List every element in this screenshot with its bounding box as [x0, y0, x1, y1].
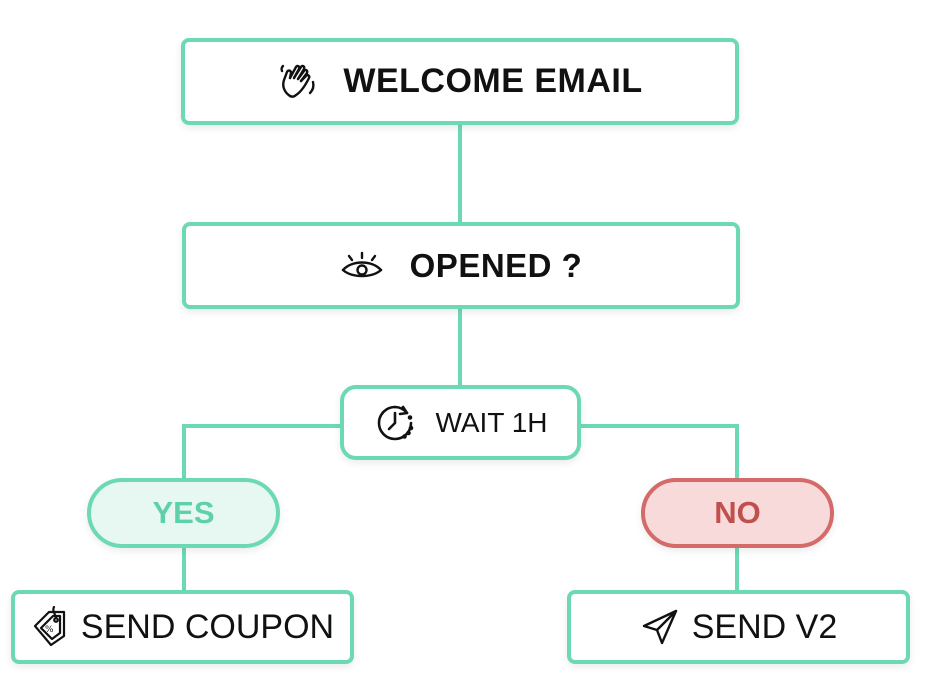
- opened-label: OPENED ?: [409, 246, 583, 284]
- send-v2-node[interactable]: SEND V2: [567, 590, 910, 664]
- discount-tag-icon: %: [31, 606, 71, 648]
- eye-icon: [340, 250, 384, 282]
- waving-hand-icon: [277, 62, 321, 102]
- yes-branch-badge[interactable]: YES: [87, 478, 280, 548]
- no-label: NO: [714, 495, 761, 530]
- send-coupon-node[interactable]: % SEND COUPON: [11, 590, 354, 664]
- yes-label: YES: [152, 495, 215, 530]
- no-branch-badge[interactable]: NO: [641, 478, 834, 548]
- send-coupon-label: SEND COUPON: [80, 607, 335, 646]
- welcome-email-label: WELCOME EMAIL: [343, 62, 643, 100]
- connector-wait-yes: [182, 424, 340, 478]
- wait-node[interactable]: WAIT 1H: [340, 385, 581, 460]
- connector-wait-no: [581, 424, 739, 478]
- clock-icon: [373, 401, 417, 445]
- opened-node[interactable]: OPENED ?: [182, 222, 740, 309]
- svg-text:%: %: [45, 625, 54, 635]
- send-v2-label: SEND V2: [691, 607, 838, 646]
- wait-label: WAIT 1H: [435, 406, 548, 438]
- paper-plane-icon: [640, 607, 680, 647]
- welcome-email-node[interactable]: WELCOME EMAIL: [181, 38, 739, 125]
